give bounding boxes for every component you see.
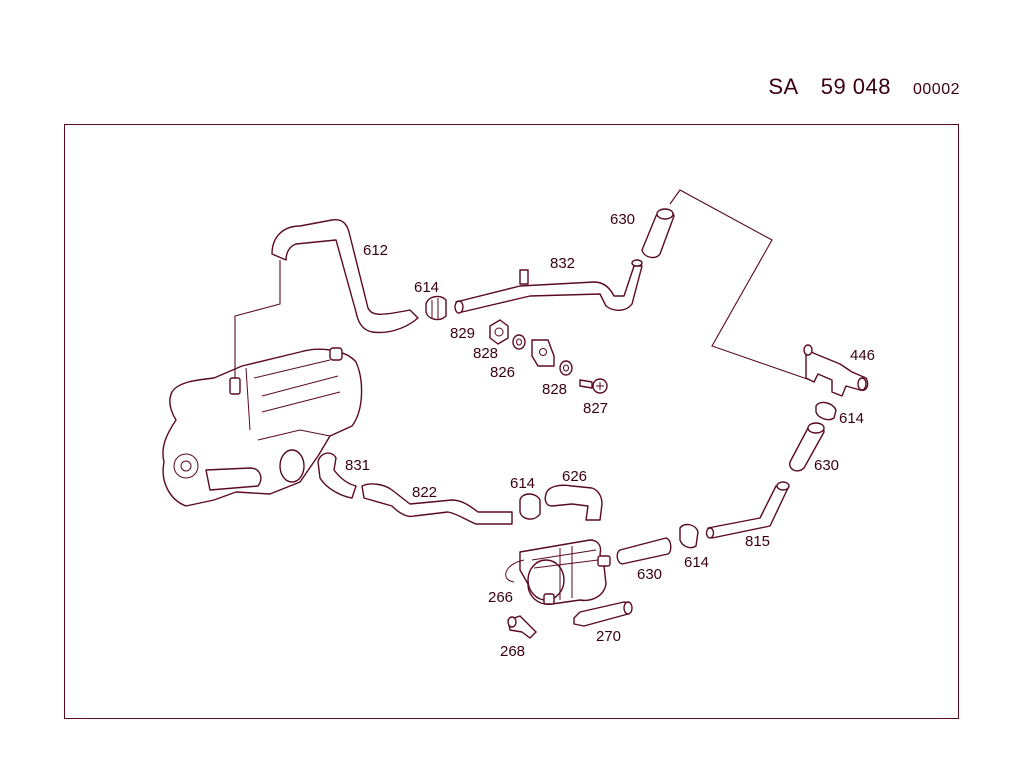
- pipe-832: [454, 259, 643, 314]
- drawing-number: 59 048: [820, 74, 891, 99]
- callout-626: 626: [562, 468, 587, 485]
- drawing-frame: [64, 124, 959, 719]
- clamp-614-middle: [519, 493, 541, 520]
- elbow-626: [544, 484, 603, 521]
- pipe-815: [705, 481, 790, 539]
- callout-614-middle: 614: [510, 475, 535, 492]
- callout-266: 266: [488, 589, 513, 606]
- elbow-831: [317, 452, 357, 499]
- clamp-614-upper: [425, 295, 447, 321]
- nut-829: [489, 319, 509, 345]
- drawing-header: SA 59 048 00002: [768, 74, 960, 100]
- callout-614-right: 614: [839, 410, 864, 427]
- valve-268: [507, 615, 537, 639]
- callout-446: 446: [850, 347, 875, 364]
- callout-630-right: 630: [814, 457, 839, 474]
- hose-822: [361, 483, 513, 525]
- callout-630-upper: 630: [610, 211, 635, 228]
- callout-822: 822: [412, 484, 437, 501]
- hose-612: [271, 219, 419, 334]
- pump-266: [505, 539, 611, 605]
- callout-268: 268: [500, 643, 525, 660]
- callout-828-a: 828: [473, 345, 498, 362]
- filter-270: [573, 601, 633, 627]
- bolt-827: [579, 378, 608, 394]
- drawing-sheet: 00002: [913, 81, 960, 98]
- callout-832: 832: [550, 255, 575, 272]
- leader-630-to-446: [669, 189, 811, 381]
- callout-614-upper: 614: [414, 279, 439, 296]
- washer-828-b: [559, 360, 573, 376]
- washer-828-a: [512, 334, 526, 350]
- tube-630-lower: [616, 537, 672, 565]
- callout-828-b: 828: [542, 381, 567, 398]
- bracket-826: [531, 339, 555, 367]
- clamp-614-lower: [679, 523, 699, 549]
- drawing-prefix: SA: [768, 74, 799, 99]
- tube-630-upper: [641, 208, 675, 259]
- callout-827: 827: [583, 400, 608, 417]
- callout-270: 270: [596, 628, 621, 645]
- callout-630-lower: 630: [637, 566, 662, 583]
- callout-831: 831: [345, 457, 370, 474]
- heater-unit: [162, 260, 363, 507]
- callout-829: 829: [450, 325, 475, 342]
- callout-612: 612: [363, 242, 388, 259]
- tube-630-right: [789, 422, 825, 472]
- clamp-614-right: [815, 401, 837, 421]
- tee-446: [803, 344, 869, 397]
- callout-815: 815: [745, 533, 770, 550]
- callout-614-lower: 614: [684, 554, 709, 571]
- callout-826: 826: [490, 364, 515, 381]
